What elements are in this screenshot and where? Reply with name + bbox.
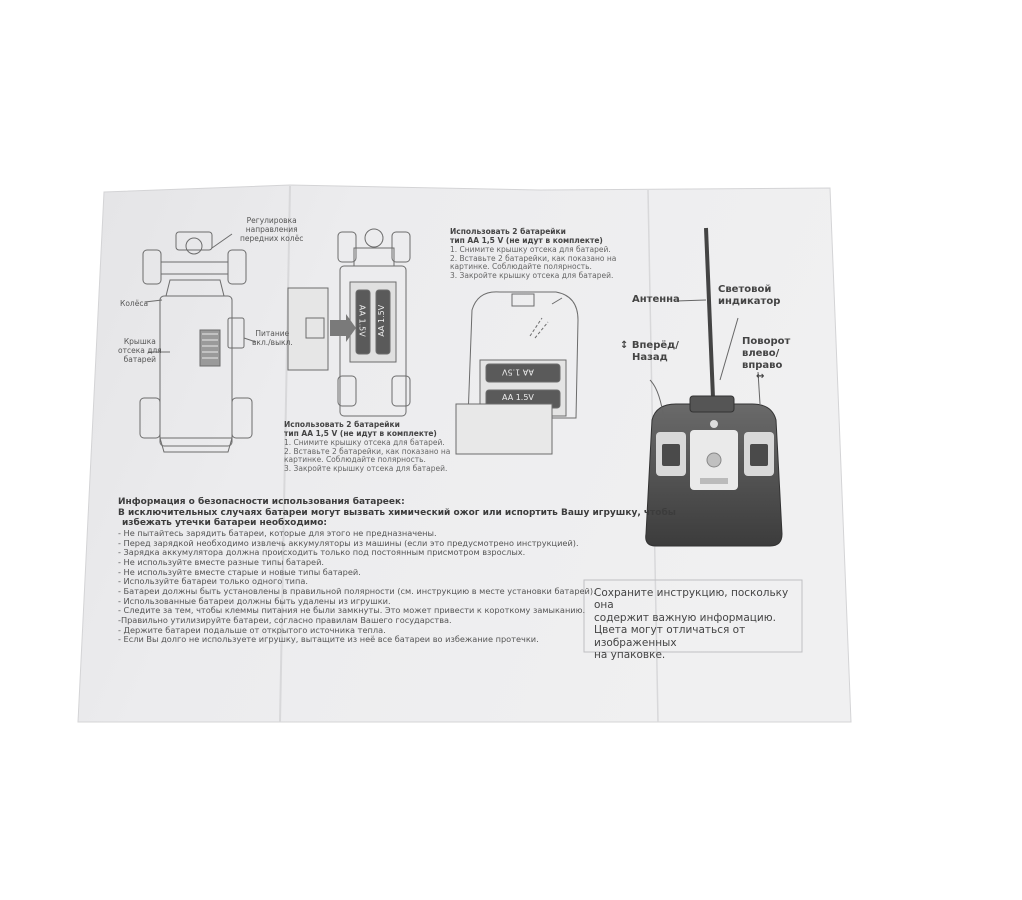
remote-battery-cover bbox=[455, 403, 553, 455]
left-right-arrow-icon: ↔ bbox=[756, 371, 765, 383]
safety-item: - Не пытайтесь зарядить батареи, которые… bbox=[118, 527, 437, 538]
label-battery-cover: Крышка отсека для батарей bbox=[118, 337, 162, 364]
safety-item: - Не используйте вместе разные типы бата… bbox=[118, 556, 325, 567]
indicator-light bbox=[710, 420, 718, 428]
remote-battery-instructions: Использовать 2 батарейки тип AA 1,5 V (н… bbox=[450, 227, 617, 281]
car-battery-body bbox=[339, 265, 407, 417]
car-battery-instructions: Использовать 2 батарейки тип AA 1,5 V (н… bbox=[284, 420, 451, 474]
car-diagram bbox=[139, 231, 257, 453]
label-antenna: Антенна bbox=[632, 294, 680, 305]
safety-item: -Правильно утилизируйте батареи, согласн… bbox=[118, 614, 452, 625]
car-battery-label-1: AA 1.5V bbox=[357, 304, 367, 337]
label-steering: Регулировка направления передних колёс bbox=[240, 216, 304, 243]
safety-item: - Следите за тем, чтобы клеммы питания н… bbox=[118, 605, 586, 616]
fold-line-1 bbox=[279, 185, 291, 723]
safety-item: - Используйте батареи только одного типа… bbox=[118, 576, 308, 587]
remote-battery-diagram bbox=[455, 291, 579, 455]
remote-antenna bbox=[704, 227, 715, 399]
label-indicator: Световой индикатор bbox=[718, 284, 781, 307]
note-box bbox=[583, 579, 803, 653]
removed-cover bbox=[287, 287, 329, 371]
safety-item: - Если Вы долго не используете игрушку, … bbox=[118, 634, 539, 645]
safety-info: Информация о безопасности использования … bbox=[118, 497, 676, 645]
car-battery-label-2: AA 1.5V bbox=[377, 304, 387, 337]
remote-battery-label-1: AA 1.5V bbox=[502, 367, 534, 377]
safety-item: - Зарядка аккумулятора должна происходит… bbox=[118, 547, 526, 558]
car-rear-left-wheel bbox=[139, 397, 161, 439]
car-battery-diagram bbox=[287, 228, 411, 417]
car-front-right-wheel bbox=[227, 249, 247, 285]
label-wheels: Колёса bbox=[120, 299, 149, 308]
car-body bbox=[159, 295, 233, 447]
safety-item: - Не используйте вместе старые и новые т… bbox=[118, 566, 361, 577]
label-power: Питание вкл./выкл. bbox=[252, 329, 293, 347]
remote-battery-label-2: AA 1.5V bbox=[502, 393, 534, 402]
remote-controller bbox=[645, 227, 783, 547]
safety-item: - Перед зарядкой необходимо извлечь акку… bbox=[118, 537, 579, 548]
up-down-arrow-icon: ↕ bbox=[620, 340, 632, 351]
safety-title: Информация о безопасности использования … bbox=[118, 497, 405, 507]
insert-arrow-icon bbox=[330, 314, 356, 342]
safety-item: - Держите батареи подальше от открытого … bbox=[118, 624, 386, 635]
label-turn: Поворот влево/ вправо ↔ bbox=[742, 336, 791, 383]
safety-item: - Батареи должны быть установлены в прав… bbox=[118, 585, 596, 596]
safety-item: - Использованные батареи должны быть уда… bbox=[118, 595, 391, 606]
antenna-tip bbox=[551, 297, 563, 305]
car-front-left-wheel bbox=[142, 249, 162, 285]
label-forward-back: ↕ Вперёд/ Назад bbox=[620, 340, 679, 363]
car-rear-right-wheel bbox=[231, 397, 253, 439]
remote-leader-lines bbox=[649, 299, 761, 421]
note-text: Сохраните инструкцию, поскольку она соде… bbox=[594, 587, 789, 661]
